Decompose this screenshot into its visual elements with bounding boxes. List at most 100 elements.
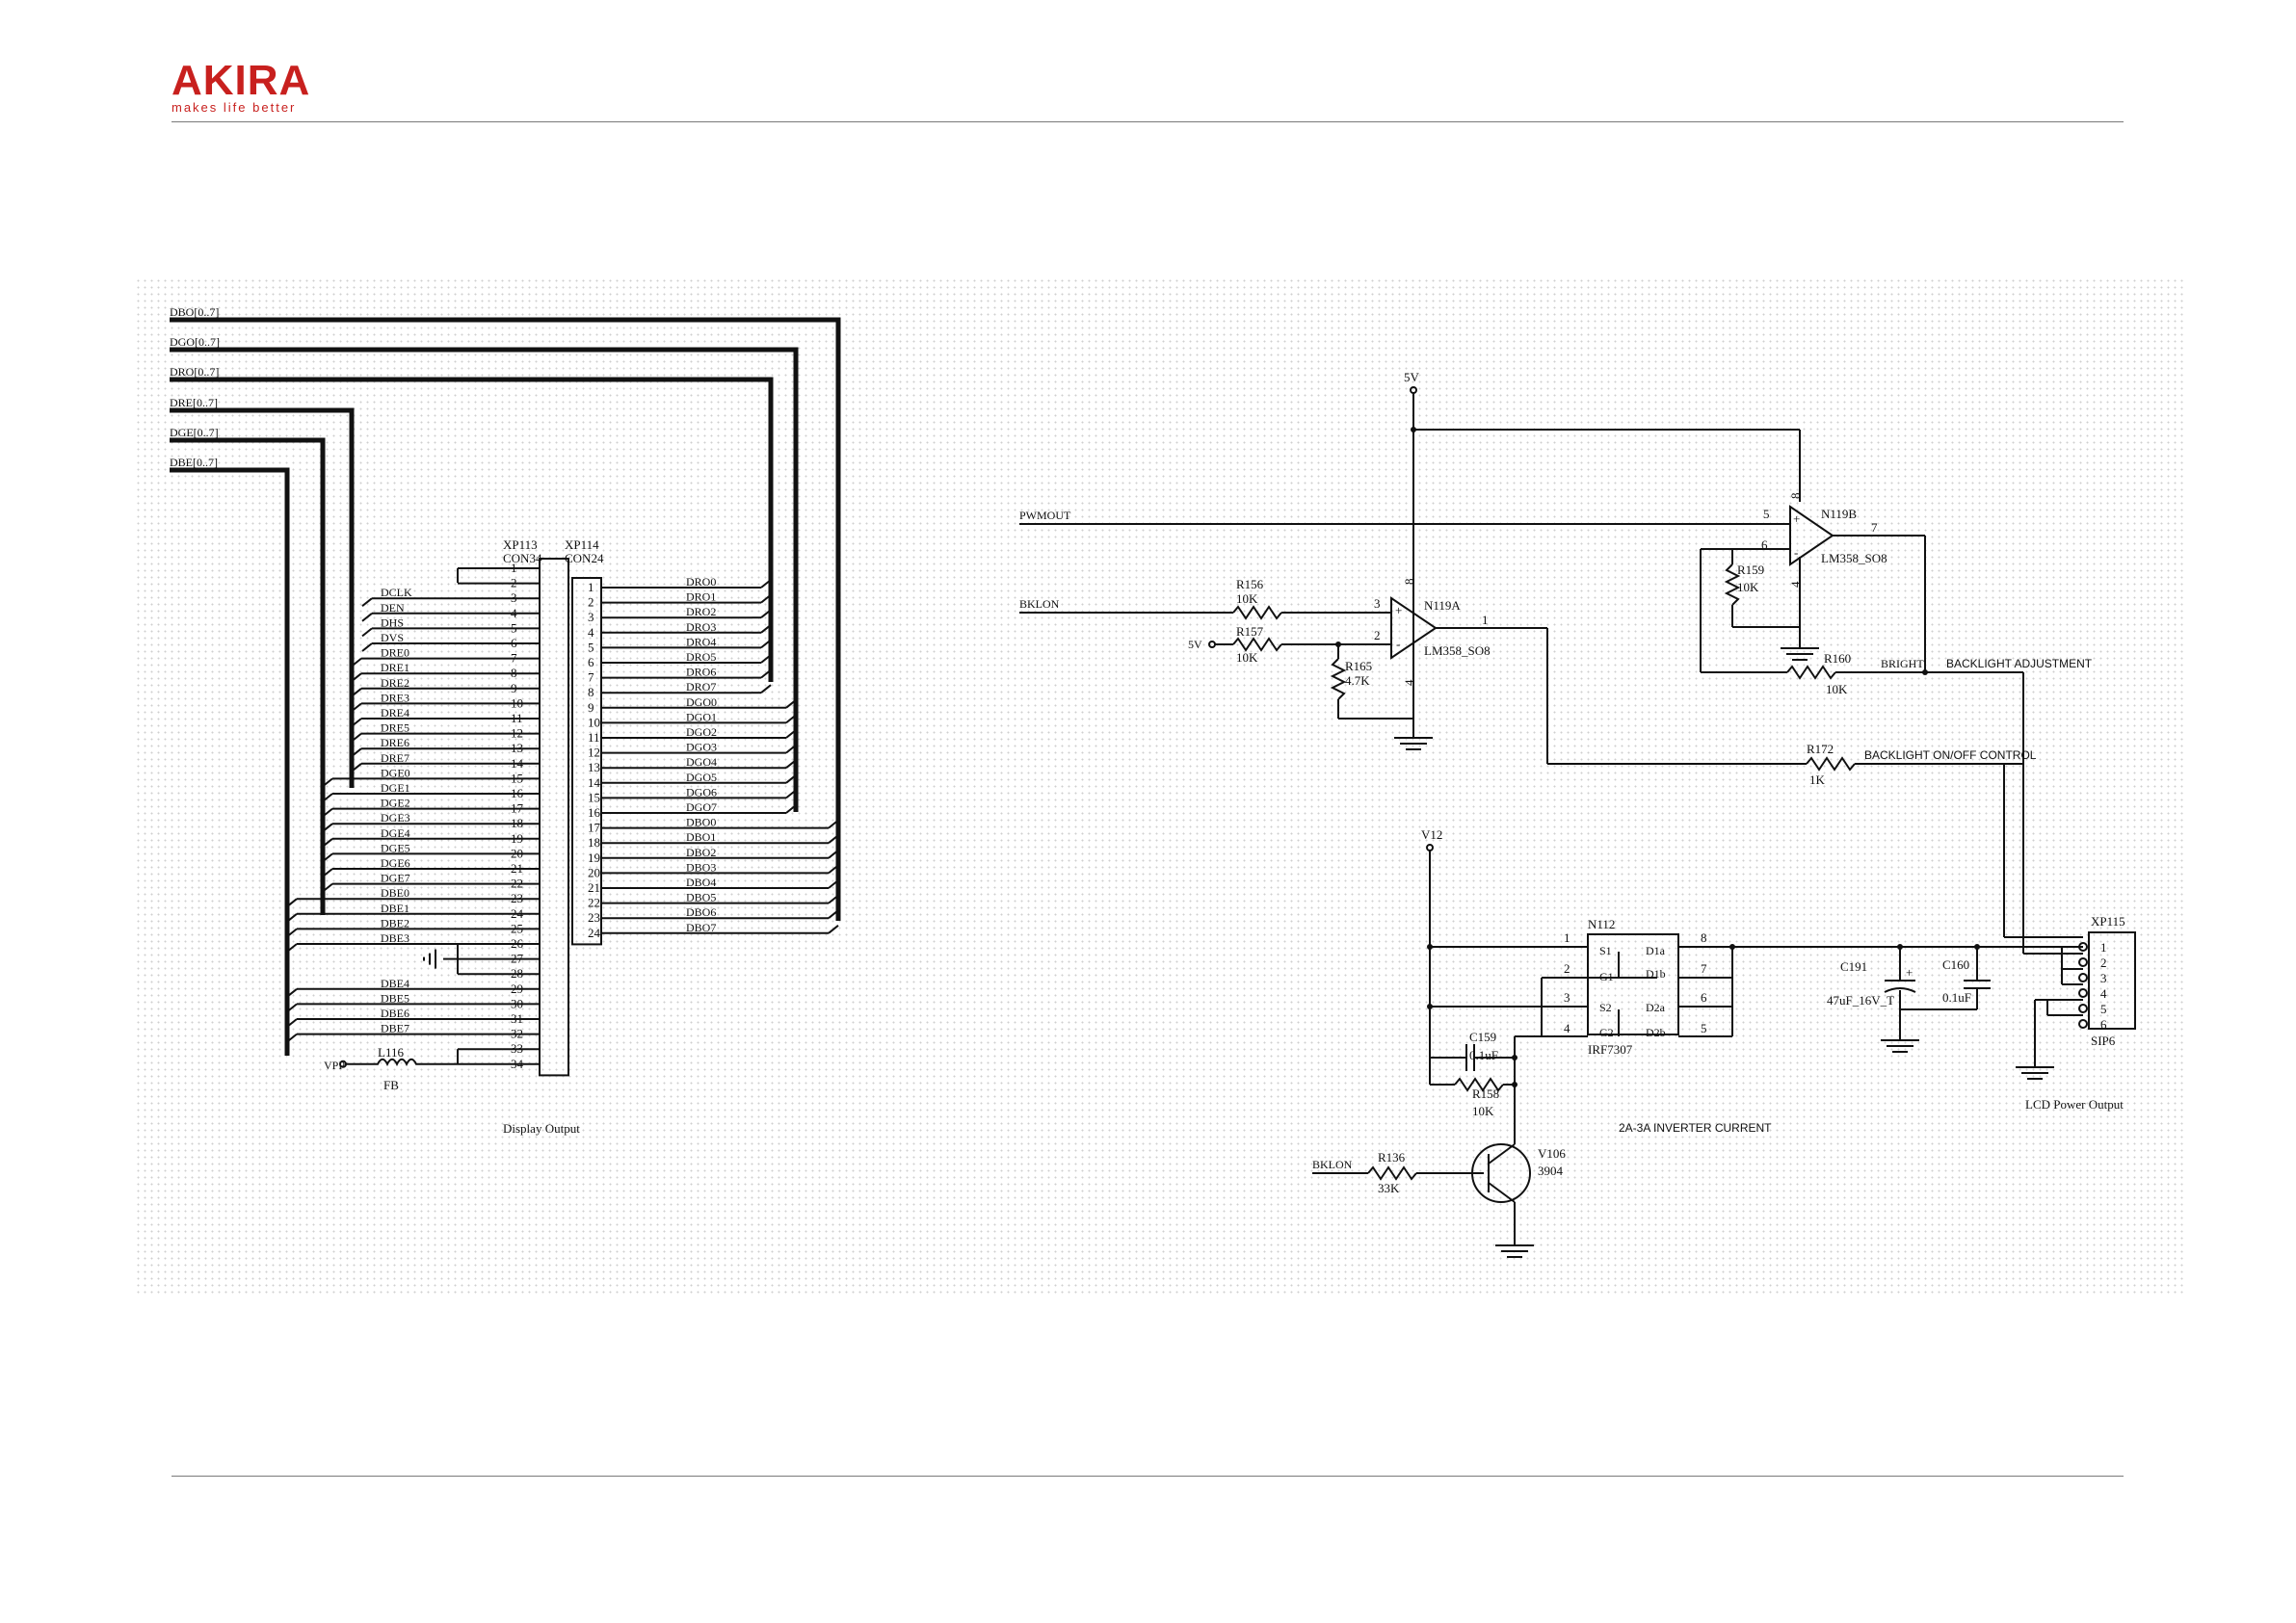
xp113-signal: DRE7 xyxy=(381,751,409,765)
svg-text:7: 7 xyxy=(1871,520,1878,535)
xp115-pin-terminal xyxy=(2078,973,2088,982)
xp113-signal: DRE0 xyxy=(381,646,409,660)
bus-label: DRO[0..7] xyxy=(170,365,219,379)
svg-text:1: 1 xyxy=(1482,613,1489,627)
svg-text:+: + xyxy=(1395,603,1402,617)
output-caps: + C191 47uF_16V_T C160 0.1uF xyxy=(1827,944,2083,1053)
xp114-pin-number: 7 xyxy=(588,670,594,685)
svg-text:V106: V106 xyxy=(1538,1146,1566,1161)
bus-label: DBO[0..7] xyxy=(170,305,219,319)
xp114-signal: DBO0 xyxy=(686,816,716,829)
xp114-signal: DGO1 xyxy=(686,710,717,723)
xp113-bus-entry xyxy=(286,1003,298,1013)
xp113-bus-entry xyxy=(351,702,362,713)
svg-text:BKLON: BKLON xyxy=(1019,597,1060,611)
xp114-signal: DGO6 xyxy=(686,785,717,798)
svg-text:3: 3 xyxy=(1564,990,1570,1005)
xp113-signal: DRE4 xyxy=(381,706,409,720)
xp113-caption: Display Output xyxy=(503,1121,580,1136)
xp114-signal: DRO7 xyxy=(686,680,716,694)
xp114-bus-entry xyxy=(828,819,839,829)
svg-text:LM358_SO8: LM358_SO8 xyxy=(1424,643,1491,658)
svg-text:4: 4 xyxy=(1564,1021,1570,1035)
svg-text:-: - xyxy=(1794,545,1798,560)
xp114-ref: XP114 xyxy=(565,537,599,552)
xp114-signal: DGO3 xyxy=(686,741,717,754)
vpp-net: VPP xyxy=(324,1059,345,1072)
svg-text:3: 3 xyxy=(1374,596,1381,611)
svg-text:BKLON: BKLON xyxy=(1312,1158,1353,1171)
xp115-pin-number: 5 xyxy=(2100,1002,2107,1016)
svg-text:R160: R160 xyxy=(1824,651,1851,666)
svg-text:3904: 3904 xyxy=(1538,1164,1564,1178)
xp113-signal: DGE1 xyxy=(381,781,410,795)
svg-text:47uF_16V_T: 47uF_16V_T xyxy=(1827,993,1894,1008)
svg-text:C191: C191 xyxy=(1840,959,1867,974)
xp114-bus-entry xyxy=(760,593,772,604)
svg-text:C160: C160 xyxy=(1942,957,1969,972)
xp114-pin-number: 17 xyxy=(588,821,601,835)
c159-r158: C159 0.1uF R158 10K xyxy=(1430,1030,1517,1130)
xp113-bus-entry xyxy=(286,1018,298,1028)
xp114-bus-entry xyxy=(760,624,772,634)
svg-text:R157: R157 xyxy=(1236,624,1264,639)
svg-text:0.1uF: 0.1uF xyxy=(1469,1048,1498,1062)
xp114-signal: DBO5 xyxy=(686,891,716,904)
xp114-bus-entry xyxy=(785,759,797,769)
svg-text:+: + xyxy=(1793,511,1800,526)
page-header: AKIRA makes life better xyxy=(0,0,2296,125)
mosfet-n112: N112 IRF7307 1 2 3 4 8 7 6 5 S1 G1 S2 G2… xyxy=(1515,917,1881,1057)
svg-text:-: - xyxy=(1396,637,1400,651)
svg-text:5: 5 xyxy=(1763,507,1770,521)
xp115-pin-terminal xyxy=(2078,988,2088,998)
resistor-r172: R172 1K BACKLIGHT ON/OFF CONTROL xyxy=(1806,742,2037,787)
xp113-type: CON34 xyxy=(503,551,542,565)
xp113-bus-entry xyxy=(286,898,298,907)
xp113-bus-entry xyxy=(322,868,333,877)
xp113-signal: DEN xyxy=(381,601,405,615)
svg-text:PWMOUT: PWMOUT xyxy=(1019,509,1071,522)
schematic-sheet: DBO[0..7]DGO[0..7]DRO[0..7]DRE[0..7]DGE[… xyxy=(135,277,2183,1294)
xp114-pin-number: 9 xyxy=(588,700,594,715)
xp113-bus-entry xyxy=(322,838,333,848)
xp113-signal: DGE2 xyxy=(381,797,410,810)
svg-text:S1: S1 xyxy=(1599,944,1612,957)
svg-text:1K: 1K xyxy=(1809,772,1826,787)
xp113-signal: DGE0 xyxy=(381,766,410,779)
xp115-pin-terminal xyxy=(2078,1019,2088,1029)
xp113-bus-entry xyxy=(361,642,373,652)
xp113-bus-entry xyxy=(322,777,333,788)
xp113-signal: DBE7 xyxy=(381,1022,409,1035)
xp113-signal: DBE3 xyxy=(381,931,409,945)
xp113-bus-entry xyxy=(361,627,373,638)
xp113-bus-entry xyxy=(351,718,362,727)
transistor-v106: BKLON R136 33K V106 3904 2A-3A INVERTER … xyxy=(1312,1121,1772,1258)
xp114-pin-number: 8 xyxy=(588,685,594,699)
xp114-bus-entry xyxy=(828,909,839,919)
xp114-signal: DBO4 xyxy=(686,876,716,889)
xp114-pin-number: 23 xyxy=(588,910,600,925)
xp114-signal: DRO3 xyxy=(686,620,716,634)
svg-text:33K: 33K xyxy=(1378,1181,1400,1195)
bus-lines: DBO[0..7]DGO[0..7]DRO[0..7]DRE[0..7]DGE[… xyxy=(170,305,841,1056)
svg-text:10K: 10K xyxy=(1236,650,1258,665)
xp113-bus-entry xyxy=(351,763,362,772)
xp113-bus-entry xyxy=(351,732,362,743)
xp114-bus-entry xyxy=(785,699,797,709)
xp113-signal: DVS xyxy=(381,631,404,644)
xp114-pin-number: 3 xyxy=(588,610,594,624)
xp113-bus-entry xyxy=(286,943,298,953)
svg-text:N112: N112 xyxy=(1588,917,1615,931)
xp113-bus-entry xyxy=(351,672,362,682)
xp114-bus-entry xyxy=(828,879,839,889)
xp114-bus-entry xyxy=(785,789,797,799)
footer-rule xyxy=(172,1476,2124,1477)
svg-text:0.1uF: 0.1uF xyxy=(1942,990,1971,1005)
svg-text:G2: G2 xyxy=(1599,1026,1614,1039)
xp114-pin-number: 22 xyxy=(588,896,600,910)
xp114-pin-number: 21 xyxy=(588,880,600,895)
svg-text:1: 1 xyxy=(1564,930,1570,945)
svg-text:2: 2 xyxy=(1374,628,1381,642)
bus-wire xyxy=(170,437,326,915)
power-v12: V12 xyxy=(1421,827,1588,1085)
